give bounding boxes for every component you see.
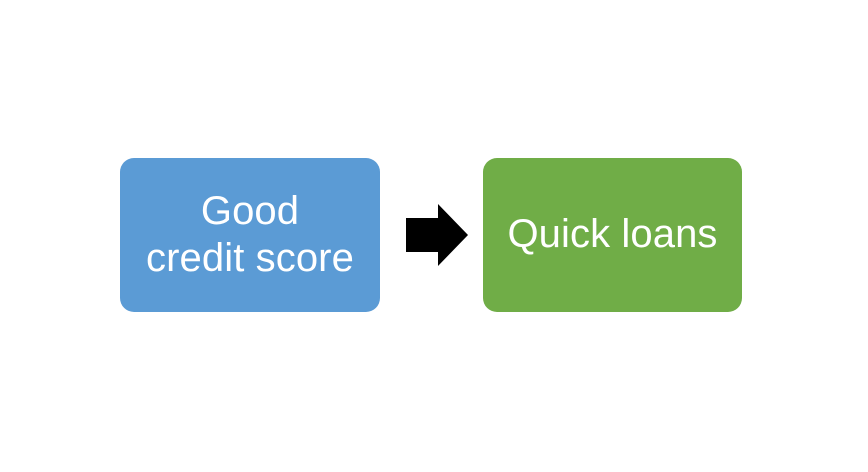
- flow-node-good-credit-score[interactable]: Good credit score: [120, 158, 380, 312]
- flow-node-label-good-credit-score: Good credit score: [146, 188, 354, 280]
- block-arrow-right-shape: [406, 204, 468, 266]
- block-arrow-right-icon: [404, 202, 470, 268]
- flow-node-label-quick-loans: Quick loans: [507, 212, 718, 257]
- flow-node-quick-loans[interactable]: Quick loans: [483, 158, 742, 312]
